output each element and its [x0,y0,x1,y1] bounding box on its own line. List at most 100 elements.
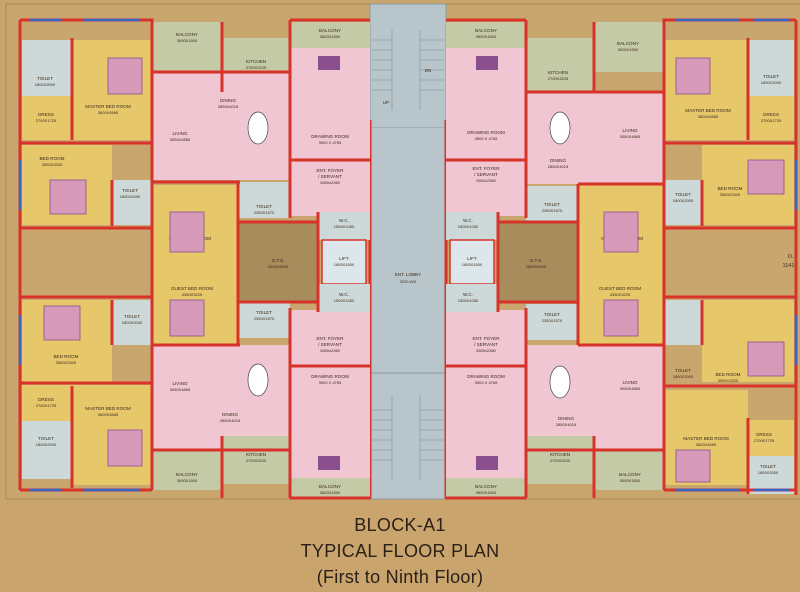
toilet-label: TOILET [256,204,272,209]
living-dim: 3050X4865 [620,134,641,139]
toilet-label: TOILET [256,310,272,315]
lift-label: LIFT [339,256,349,261]
kitchen-label: KITCHEN [246,452,266,457]
balcony-label: BALCONY [475,484,497,489]
drawing-dim: 3500 X 4765 [475,136,498,141]
master-label: MASTER BED ROOM [85,104,131,109]
toilet [748,40,794,96]
bed [169,211,205,253]
ots-dim: 2600X4000 [526,264,547,269]
sofa [476,456,498,470]
plan-caption-title: TYPICAL FLOOR PLAN [300,541,500,561]
foyer-servant: / SERVANT [318,342,342,347]
toilet-dim: 2350X1570 [542,208,563,213]
dress-label: DRESS [763,112,779,117]
entrance-lobby [370,128,446,373]
balcony-label: BALCONY [617,41,639,46]
ots-shaft [238,222,318,302]
balcony-dim: 3600X1500 [320,34,341,39]
edge-annotation: O.1 [788,254,797,260]
foyer-dim: 2650x2360 [320,180,341,185]
bed-dim: 3550X3325 [42,162,63,167]
balcony-label: BALCONY [319,484,341,489]
kitchen [526,38,594,92]
bed-label: BED ROOM [39,156,64,161]
bed [603,299,639,337]
lobby-label: ENT. LOBBY [395,272,422,277]
toilet [22,421,72,479]
foyer-label: ENT. FOYER [316,336,344,341]
bed-dim: 3550X3325 [720,192,741,197]
entrance-foyer [290,160,370,216]
living-dim: 3050X4865 [170,137,191,142]
lift [321,239,367,285]
wc-label: W.C. [463,292,473,297]
ots-label: O.T.S. [530,258,543,263]
master-label: MASTER BED ROOM [85,406,131,411]
toilet [238,302,290,338]
master-dim: 3600X4565 [98,110,119,115]
guest-dim: 4350X3225 [610,292,631,297]
stair-upper [369,3,447,129]
foyer-label: ENT. FOYER [472,166,500,171]
dining-dim: 2850X4015 [556,422,577,427]
balcony-dim: 3600X1500 [320,490,341,495]
living-label: LIVING [622,380,637,385]
drawing-label: DRAWING ROOM [467,130,505,135]
sofa [318,56,340,70]
dress-dim: 2700X1725 [36,403,57,408]
toilet-label: TOILET [675,192,691,197]
kitchen [222,436,290,484]
toilet-dim: 1800X2000 [122,320,143,325]
bed-label: BED ROOM [715,372,740,377]
ots-dim: 2600X4000 [268,264,289,269]
toilet-dim: 1800X2000 [36,442,57,447]
edge-annotation: 11415 [783,263,798,269]
balcony [594,450,664,490]
toilet [526,186,578,222]
toilet-label: TOILET [675,368,691,373]
wc-dim: 1500X1050 [458,224,479,229]
foyer-dim: 2650x2360 [320,348,341,353]
dining-label: DINING [222,412,239,417]
toilet [22,40,72,96]
wc [318,284,370,312]
dining-dim: 2850X4015 [220,418,241,423]
dining-label: DINING [220,98,237,103]
balcony-label: BALCONY [176,472,198,477]
toilet-label: TOILET [124,314,140,319]
balcony-label: BALCONY [475,28,497,33]
balcony-dim: 3600X1500 [476,490,497,495]
core-left: O.T.S. 2600X4000 W.C. 1500X1050 LIFT 180… [238,212,370,338]
wc [446,284,498,312]
dining-dim: 2850X4015 [548,164,569,169]
toilet [112,180,152,225]
dress-dim: 2700X1725 [761,118,782,123]
kitchen-label: KITCHEN [548,70,568,75]
balcony [290,478,370,498]
toilet [526,304,578,340]
toilet-label: TOILET [37,76,53,81]
bed [747,159,785,195]
foyer-dim: 2650x2360 [476,348,497,353]
bed-dim: 3550X3325 [718,378,739,383]
balcony [152,450,222,490]
master-dim: 3600X4565 [698,114,719,119]
foyer-label: ENT. FOYER [472,336,500,341]
wc-dim: 1500X1050 [334,298,355,303]
toilet-label: TOILET [760,464,776,469]
dress-label: DRESS [38,397,54,402]
wc [446,212,498,240]
drawing-label: DRAWING ROOM [311,134,349,139]
dress [748,96,794,140]
core-right: O.T.S. 2600X4000 W.C. 1500X1050 LIFT 180… [446,212,578,312]
balcony-dim: 3600X1500 [476,34,497,39]
balcony [290,22,370,48]
dress [748,420,794,456]
dining-label: DINING [550,158,567,163]
toilet-dim: 1800X2000 [120,194,141,199]
lift [449,239,495,285]
dress-label: DRESS [38,112,54,117]
bed [49,179,87,215]
toilet [238,182,290,218]
